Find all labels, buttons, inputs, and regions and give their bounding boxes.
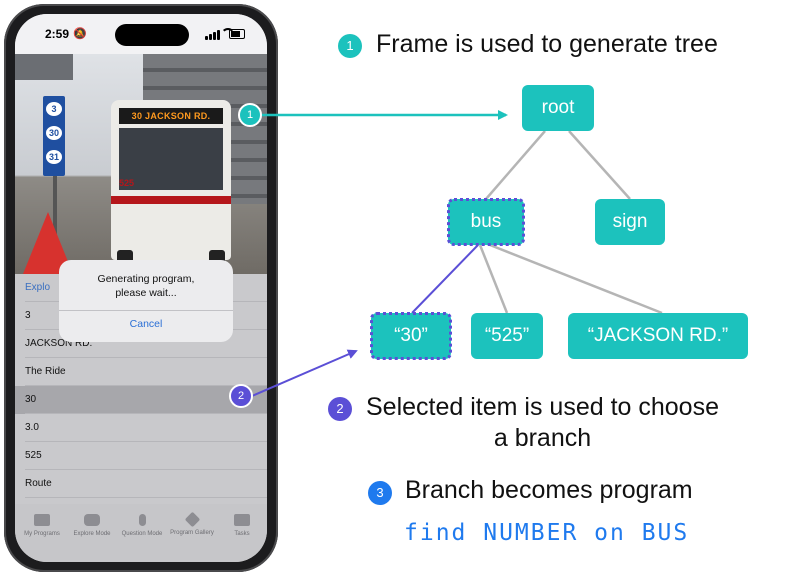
list-item-label: 525 — [25, 450, 42, 461]
step-1-badge-phone: 1 — [238, 103, 262, 127]
list-item[interactable]: The Ride — [15, 358, 267, 386]
tab-bar: My Programs Explore Mode Question Mode P… — [15, 504, 267, 562]
tab-question-mode[interactable]: Question Mode — [117, 514, 167, 537]
bus-stripe — [111, 196, 231, 204]
wifi-icon — [221, 28, 235, 42]
list-item[interactable]: JACKSON RD. — [15, 330, 267, 358]
camera-icon — [84, 514, 100, 526]
mic-icon — [138, 514, 146, 526]
bus-shelter — [15, 54, 73, 80]
list-item-label: Explo — [25, 282, 51, 293]
tree-node-jackson-rd: “JACKSON RD.” — [568, 313, 748, 359]
tree-node-bus: bus — [447, 198, 525, 246]
status-time: 2:59 — [45, 27, 70, 41]
step-1-caption: Frame is used to generate tree — [376, 30, 718, 58]
camera-frame-photo: 3 30 31 30 JACKSON RD. 525 — [15, 54, 267, 274]
bus-windshield — [119, 128, 223, 190]
grid-icon — [34, 514, 50, 526]
phone-frame: 2:59 🔕 3 30 31 30 JACKSON RD. — [4, 4, 278, 572]
signal-bar — [213, 32, 216, 40]
step-1-badge: 1 — [338, 34, 362, 58]
tree-node-sign: sign — [595, 199, 665, 245]
program-code: find NUMBER on BUS — [404, 520, 690, 546]
list-item[interactable]: Route — [15, 470, 267, 498]
tab-label: Tasks — [234, 531, 250, 537]
edge-root-sign — [568, 130, 631, 200]
tree-node-30: “30” — [370, 312, 452, 360]
edge-bus-30-selected — [411, 244, 479, 314]
tab-label: Program Gallery — [170, 530, 214, 536]
step-2-badge-phone: 2 — [229, 384, 253, 408]
tree-node-525: “525” — [471, 313, 543, 359]
tree-node-root: root — [522, 85, 594, 131]
list-item-label: 30 — [25, 394, 37, 405]
route-sign-number: 31 — [46, 150, 62, 164]
status-bar: 2:59 🔕 — [15, 14, 267, 54]
cancel-button[interactable]: Cancel — [129, 318, 163, 330]
phone-screen: 2:59 🔕 3 30 31 30 JACKSON RD. — [15, 14, 267, 562]
arrow-selection-to-branch — [251, 349, 358, 397]
sign-pole — [53, 106, 57, 274]
list-item-label: 3 — [25, 310, 31, 321]
signal-icon — [205, 36, 208, 40]
status-icons — [205, 28, 245, 40]
tab-label: My Programs — [24, 531, 60, 537]
tab-my-programs[interactable]: My Programs — [17, 514, 67, 537]
tree-edges — [478, 130, 663, 315]
list-item[interactable]: 525 — [15, 442, 267, 470]
alert-divider — [59, 310, 233, 311]
bus-destination-sign: 30 JACKSON RD. — [119, 108, 223, 124]
list-item-label: Route — [25, 478, 52, 489]
bell-icon: 🔕 — [73, 28, 87, 40]
list-item-label: The Ride — [25, 366, 66, 377]
edge-bus-525 — [478, 244, 509, 314]
tab-explore-mode[interactable]: Explore Mode — [67, 514, 117, 537]
tab-label: Explore Mode — [73, 531, 111, 537]
bus-number: 525 — [119, 178, 135, 188]
alert-title: Generating program, please wait... — [97, 273, 195, 299]
signal-bar — [217, 30, 220, 40]
list-item-label: JACKSON RD. — [25, 338, 93, 349]
step-3-caption: Branch becomes program — [405, 476, 693, 504]
battery-icon — [229, 29, 245, 39]
tab-program-gallery[interactable]: Program Gallery — [167, 511, 217, 536]
edge-root-bus — [485, 130, 546, 200]
edge-bus-jackson — [489, 243, 663, 315]
tab-tasks[interactable]: Tasks — [217, 514, 267, 537]
step-2-badge: 2 — [328, 397, 352, 421]
photo-icon — [234, 514, 250, 526]
route-sign-number: 30 — [46, 126, 62, 140]
list-item-selected[interactable]: 30 — [15, 386, 267, 414]
route-sign: 3 30 31 — [43, 96, 65, 176]
dynamic-island — [115, 24, 189, 46]
list-item[interactable]: 3.0 — [15, 414, 267, 442]
step-2-caption: Selected item is used to choose a branch — [366, 393, 719, 452]
tab-label: Question Mode — [121, 531, 163, 537]
route-sign-number: 3 — [46, 102, 62, 116]
signal-bar — [209, 34, 212, 40]
step-3-badge: 3 — [368, 481, 392, 505]
generating-alert: Generating program, please wait... Cance… — [59, 260, 233, 342]
list-item-label: 3.0 — [25, 422, 39, 433]
